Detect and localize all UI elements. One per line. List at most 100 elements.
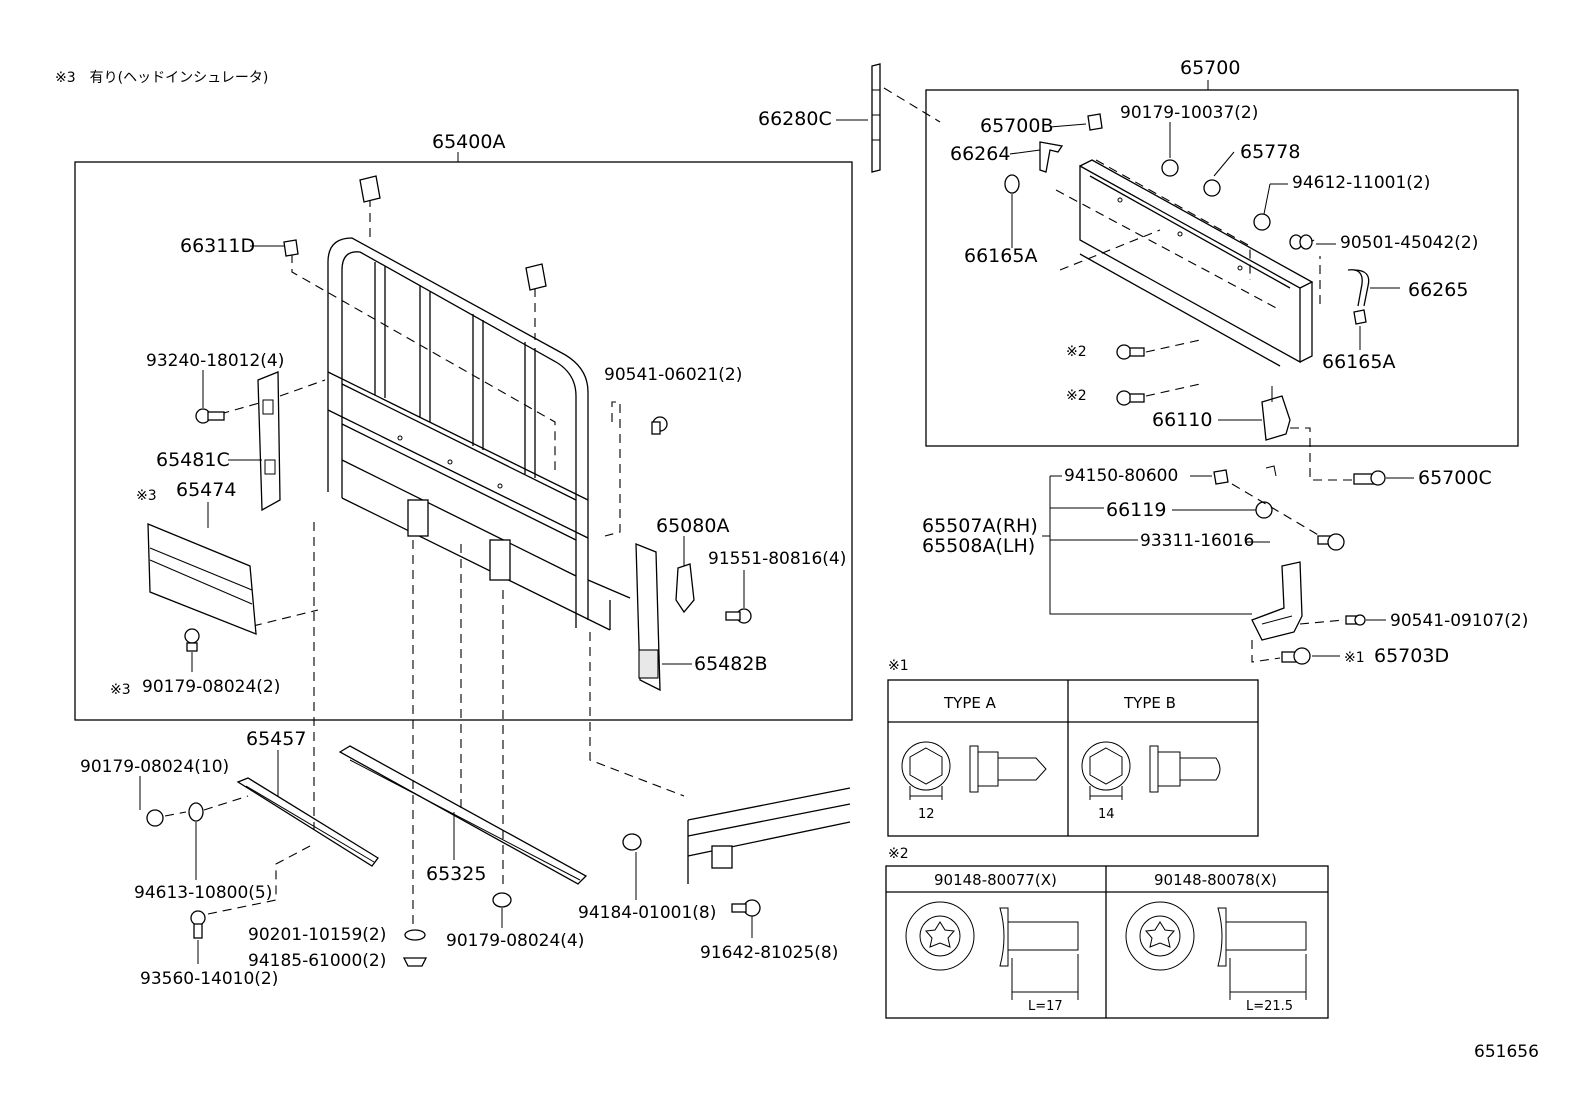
mark-2a: ※2 — [1066, 344, 1087, 360]
torx-bolt-1-icon — [905, 901, 1079, 1000]
footnote-top: ※3 有り(ヘッドインシュレータ) — [55, 70, 268, 86]
label-65778: 65778 — [1240, 141, 1300, 163]
label-66280C: 66280C — [758, 108, 832, 130]
table-bolt-lengths — [885, 865, 1329, 1019]
table2-header-2: 90148-80078(X) — [1154, 871, 1277, 889]
bracket-group-line — [1049, 476, 1252, 615]
label-93560: 93560-14010(2) — [140, 969, 278, 989]
label-65700B: 65700B — [980, 115, 1053, 137]
table1-header-type-b: TYPE B — [1123, 694, 1176, 712]
table2-header-1: 90148-80077(X) — [934, 871, 1057, 889]
type-b-nut-icon — [1081, 741, 1131, 800]
label-94612: 94612-11001(2) — [1292, 173, 1430, 193]
label-93240: 93240-18012(4) — [146, 351, 284, 371]
table1-header-type-a: TYPE A — [943, 694, 997, 712]
bolt-65700C — [1353, 470, 1386, 486]
mark-3a: ※3 — [136, 488, 157, 504]
nut-90179-10 — [146, 809, 164, 827]
clip-top-2 — [525, 263, 547, 291]
washer-90201 — [404, 929, 426, 941]
label-94185: 94185-61000(2) — [248, 951, 386, 971]
label-66110: 66110 — [1152, 409, 1212, 431]
nut-90179-4 — [492, 892, 512, 908]
nut-94150 — [1213, 469, 1229, 485]
type-a-bolt-icon — [969, 745, 1047, 793]
mark-2b: ※2 — [1066, 388, 1087, 404]
table2-len-2: L=21.5 — [1246, 999, 1293, 1014]
headboard-frame — [327, 237, 631, 631]
label-93311: 93311-16016 — [1140, 531, 1254, 551]
label-91551: 91551-80816(4) — [708, 549, 846, 569]
clip-top-1 — [359, 175, 381, 203]
bolt-90541-09107 — [1345, 614, 1366, 626]
label-90541-06021: 90541-06021(2) — [604, 365, 742, 385]
label-66264: 66264 — [950, 143, 1010, 165]
table-type-ab — [887, 679, 1259, 837]
label-65700: 65700 — [1180, 57, 1240, 79]
label-94184: 94184-01001(8) — [578, 903, 716, 923]
bolt-93240 — [195, 408, 225, 424]
bolt-m2a — [1116, 344, 1145, 360]
label-65457: 65457 — [246, 728, 306, 750]
table1-mark: ※1 — [888, 658, 909, 674]
label-90201: 90201-10159(2) — [248, 925, 386, 945]
frame-rail — [687, 787, 851, 884]
label-65481C: 65481C — [156, 449, 230, 471]
label-66119: 66119 — [1106, 499, 1166, 521]
bracket-65507A — [1251, 561, 1303, 641]
label-66165A-1: 66165A — [964, 245, 1037, 267]
table1-dim-a: 12 — [918, 807, 935, 822]
label-66265: 66265 — [1408, 279, 1468, 301]
label-90541-09107: 90541-09107(2) — [1390, 611, 1528, 631]
label-65700C: 65700C — [1418, 467, 1492, 489]
label-65507A: 65507A(RH) — [922, 515, 1038, 537]
type-a-nut-icon — [901, 741, 951, 800]
bolt-91642 — [731, 899, 761, 917]
mark-3b: ※3 — [110, 682, 131, 698]
label-94613: 94613-10800(5) — [134, 883, 272, 903]
bracket-65481C — [257, 371, 281, 512]
label-65508A: 65508A(LH) — [922, 535, 1035, 557]
washer-94613 — [188, 802, 204, 822]
bolt-90541-06021 — [651, 416, 668, 435]
mark-1: ※1 — [1344, 650, 1365, 666]
hinge-66264 — [1039, 141, 1064, 173]
label-90179-10037: 90179-10037(2) — [1120, 103, 1258, 123]
knob-66165A-2 — [1353, 309, 1367, 325]
label-94150: 94150-80600 — [1064, 466, 1178, 486]
bolt-m2b — [1116, 390, 1145, 406]
tailgate-panel — [1079, 159, 1314, 367]
label-66311D: 66311D — [180, 235, 255, 257]
type-b-bolt-icon — [1149, 745, 1221, 793]
table1-dim-b: 14 — [1098, 807, 1115, 822]
label-91642: 91642-81025(8) — [700, 943, 838, 963]
group-box-65400A — [74, 161, 853, 721]
clip-94184 — [622, 833, 642, 851]
label-65474: 65474 — [176, 479, 236, 501]
clip-66311D — [283, 239, 299, 257]
bar-65457 — [236, 777, 379, 867]
insulator-65474 — [147, 523, 257, 635]
label-65482B: 65482B — [694, 653, 767, 675]
hinge-66110 — [1261, 395, 1291, 441]
clip-65700B — [1087, 113, 1103, 131]
label-65400A: 65400A — [432, 131, 505, 153]
table2-mark: ※2 — [888, 846, 909, 862]
rod-66265 — [1347, 269, 1363, 307]
bolt-65703D — [1281, 647, 1311, 665]
label-90501: 90501-45042(2) — [1340, 233, 1478, 253]
label-65080A: 65080A — [656, 515, 729, 537]
knob-66165A-1 — [1004, 174, 1020, 194]
label-90179-08024-4: 90179-08024(4) — [446, 931, 584, 951]
torx-bolt-2-icon — [1125, 901, 1307, 1000]
nut-90179-10037 — [1161, 159, 1179, 177]
nut-94185 — [402, 957, 428, 967]
group-box-65700 — [925, 89, 1519, 447]
label-66165A-2: 66165A — [1322, 351, 1395, 373]
chain-66280C — [871, 63, 881, 173]
label-65703D: 65703D — [1374, 645, 1449, 667]
table2-len-1: L=17 — [1028, 999, 1063, 1014]
label-90179-08024-10: 90179-08024(10) — [80, 757, 229, 777]
label-90179-08024-2: 90179-08024(2) — [142, 677, 280, 697]
